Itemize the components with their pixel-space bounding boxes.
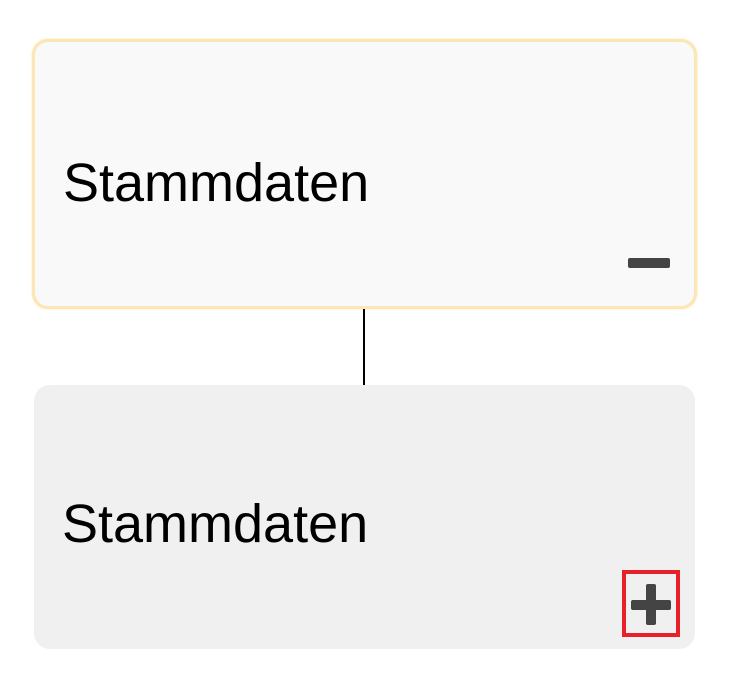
tree-node-stammdaten-parent[interactable]: Stammdaten <box>32 39 697 309</box>
node-label: Stammdaten <box>62 494 369 554</box>
collapse-icon[interactable] <box>628 258 670 268</box>
node-label: Stammdaten <box>63 153 370 213</box>
connector-line <box>363 309 365 385</box>
tree-node-stammdaten-child[interactable]: Stammdaten <box>34 385 695 649</box>
expand-icon[interactable] <box>622 570 680 637</box>
